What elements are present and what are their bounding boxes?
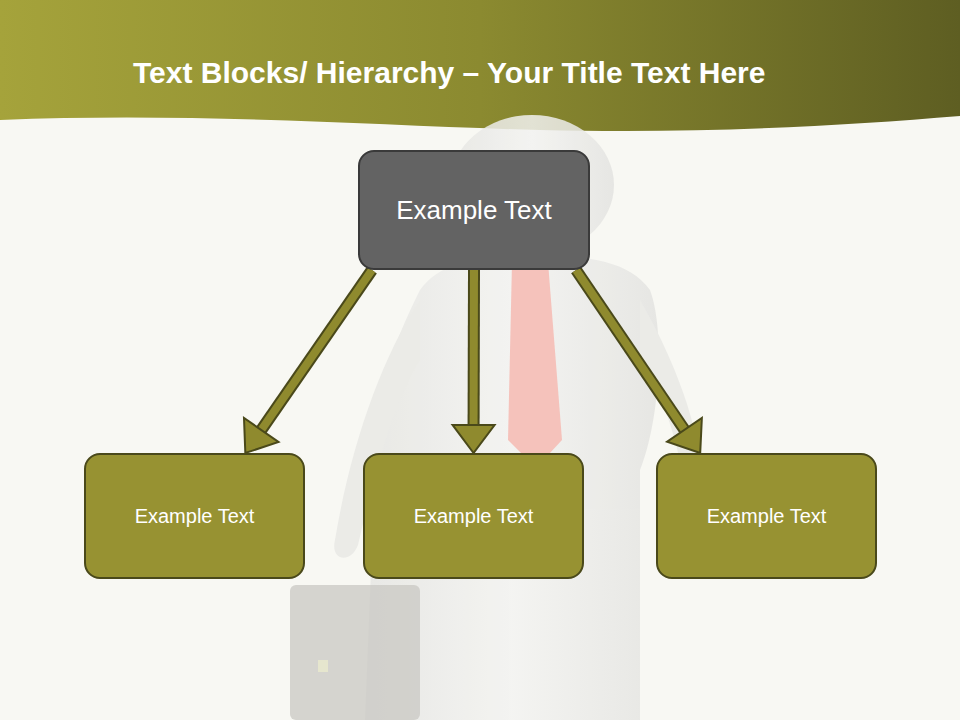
- arrow-shaft-outline: [468, 270, 480, 425]
- arrow-shaft: [261, 270, 372, 430]
- child-box: Example Text: [656, 453, 877, 579]
- arrow-connector: [576, 270, 702, 453]
- arrow-shaft: [576, 270, 684, 430]
- top-box: Example Text: [358, 150, 590, 270]
- box-label: Example Text: [707, 505, 827, 528]
- arrow-head: [453, 425, 495, 453]
- arrow-shaft: [470, 270, 478, 425]
- child-box: Example Text: [84, 453, 305, 579]
- slide-title: Text Blocks/ Hierarchy – Your Title Text…: [133, 56, 765, 90]
- arrow-connector: [244, 270, 372, 453]
- arrow-connector: [453, 270, 495, 453]
- businessman-figure: [290, 115, 700, 720]
- child-box: Example Text: [363, 453, 584, 579]
- arrow-shaft-outline: [576, 270, 684, 430]
- box-label: Example Text: [396, 195, 552, 226]
- arrow-head: [667, 418, 702, 453]
- box-label: Example Text: [414, 505, 534, 528]
- box-label: Example Text: [135, 505, 255, 528]
- arrow-head: [244, 418, 279, 453]
- arrow-shaft-outline: [261, 270, 372, 430]
- header-band: [0, 0, 960, 131]
